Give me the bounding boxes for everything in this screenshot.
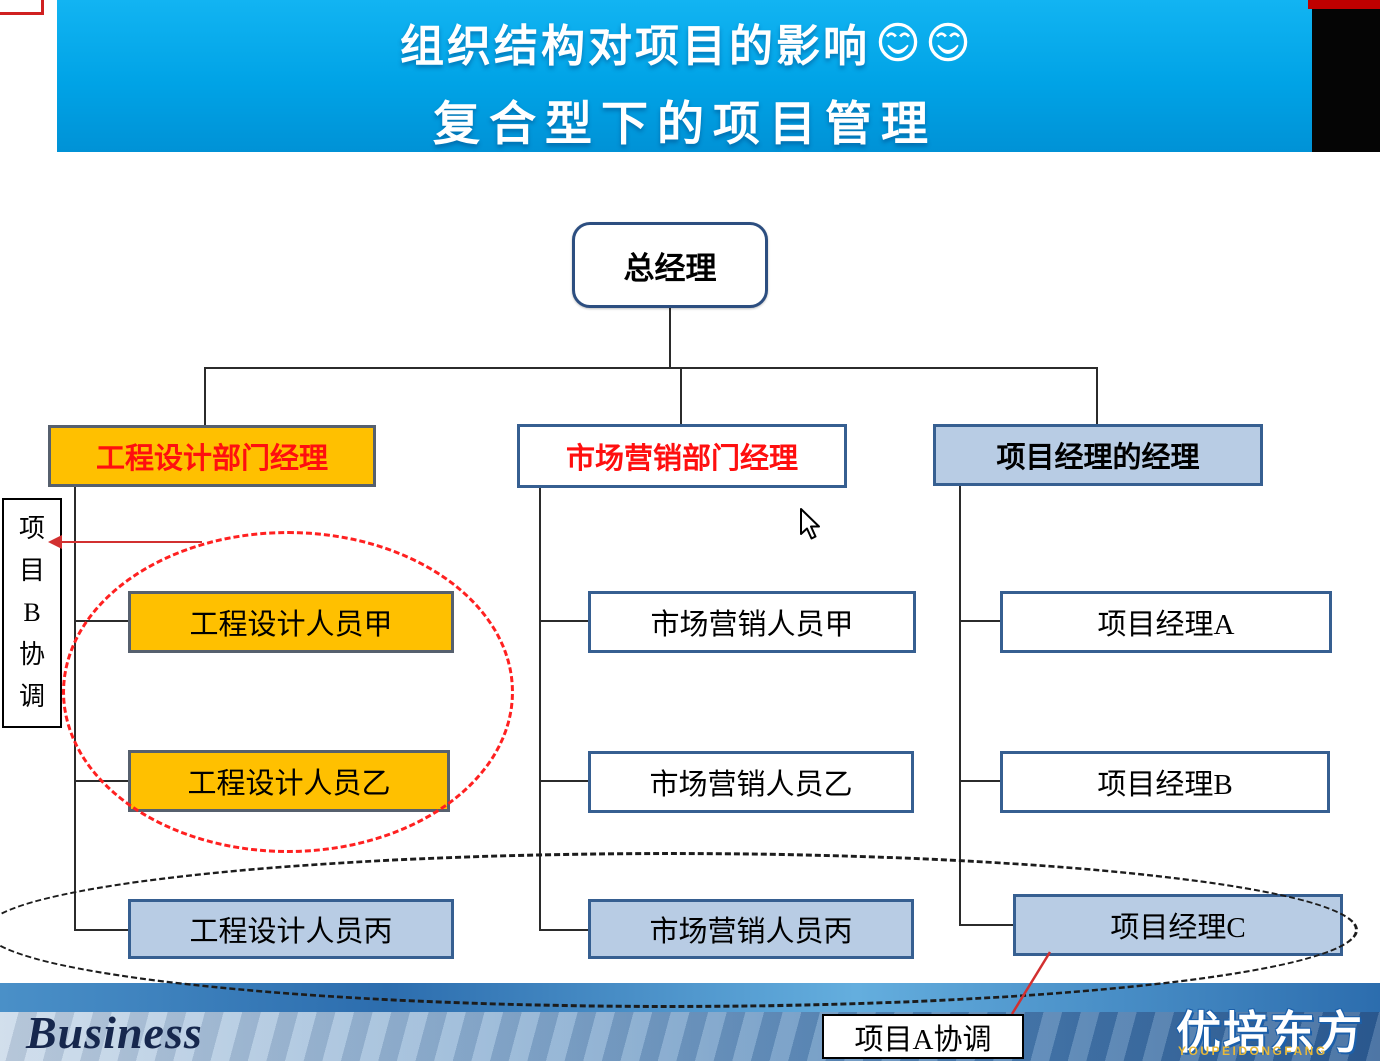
connector-line — [539, 780, 588, 782]
connector-line — [959, 780, 1000, 782]
top-right-red-strip — [1308, 0, 1380, 9]
node-engineering-staff-b: 工程设计人员乙 — [128, 750, 450, 812]
project-b-arrow-head — [48, 535, 62, 549]
laughing-emoji-icon — [878, 22, 918, 62]
connector-line — [539, 620, 588, 622]
laughing-emoji-icon — [928, 22, 968, 62]
right-letterbox-strip — [1312, 8, 1380, 152]
node-marketing-staff-b: 市场营销人员乙 — [588, 751, 914, 813]
node-project-manager-b: 项目经理B — [1000, 751, 1330, 813]
node-general-manager: 总经理 — [572, 222, 768, 308]
node-project-manager-a: 项目经理A — [1000, 591, 1332, 653]
project-b-coordination-text: 项目B协调 — [18, 514, 45, 711]
node-dept-engineering: 工程设计部门经理 — [48, 425, 376, 487]
connector-line — [959, 620, 1000, 622]
business-watermark: Business — [26, 1007, 203, 1058]
connector-line — [539, 488, 541, 931]
connector-line — [669, 308, 671, 368]
footer-keyboard-photo — [0, 1012, 1380, 1061]
top-left-red-box — [0, 0, 44, 15]
brand-logo-chinese: 优培东方 — [1176, 1007, 1365, 1058]
project-a-coordination-label: 项目A协调 — [822, 1014, 1024, 1059]
connector-line — [74, 487, 76, 931]
header-banner: 组织结构对项目的影响 复合型下的项目管理 — [57, 0, 1313, 152]
node-marketing-staff-a: 市场营销人员甲 — [588, 591, 916, 653]
project-b-arrow-line — [60, 541, 202, 543]
slide-title-row: 组织结构对项目的影响 — [57, 10, 1313, 74]
slide-title: 组织结构对项目的影响 — [400, 22, 870, 71]
node-engineering-staff-a: 工程设计人员甲 — [128, 591, 454, 653]
brand-logo-english: YOUPEIDONGFANG — [1178, 1044, 1328, 1058]
project-a-pointer-line — [1010, 951, 1052, 1015]
connector-line — [680, 367, 682, 424]
node-project-manager-c: 项目经理C — [1013, 894, 1343, 956]
connector-line — [74, 929, 128, 931]
footer-blue-band — [0, 983, 1380, 1012]
node-dept-marketing: 市场营销部门经理 — [517, 424, 847, 488]
node-dept-project-managers: 项目经理的经理 — [933, 424, 1263, 486]
connector-line — [74, 780, 128, 782]
node-marketing-staff-c: 市场营销人员丙 — [588, 899, 914, 959]
connector-line — [204, 367, 206, 425]
mouse-cursor-icon — [800, 508, 820, 540]
project-a-coordination-text: 项目A协调 — [854, 1023, 992, 1056]
connector-line — [1096, 367, 1098, 424]
connector-line — [204, 367, 1098, 369]
connector-line — [959, 486, 961, 926]
connector-line — [539, 929, 588, 931]
connector-line — [959, 924, 1013, 926]
slide-subtitle: 复合型下的项目管理 — [433, 99, 937, 151]
connector-line — [74, 620, 128, 622]
node-engineering-staff-c: 工程设计人员丙 — [128, 899, 454, 959]
project-b-coordination-label: 项目B协调 — [2, 498, 62, 728]
